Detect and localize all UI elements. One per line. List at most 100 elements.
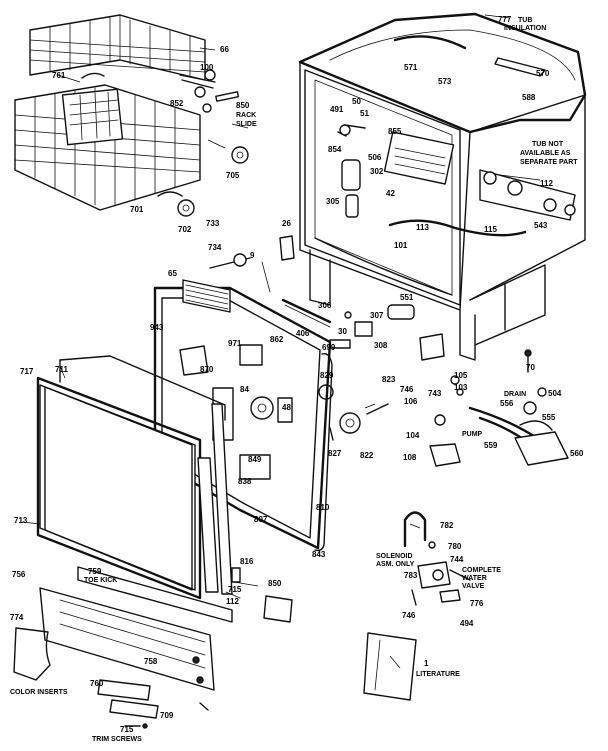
callout-label: 30	[338, 327, 347, 336]
callout-label: 101	[394, 241, 408, 250]
callout-label: 758	[144, 657, 158, 666]
callout-label: 855	[388, 127, 402, 136]
callout-label: 699	[322, 343, 336, 352]
callout-label: 709	[160, 711, 174, 720]
callout-label: 827	[328, 449, 342, 458]
callout-label: 807	[254, 515, 268, 524]
callout-label: 42	[386, 189, 395, 198]
callout-label: 760	[90, 679, 104, 688]
callout-label: 870	[200, 365, 214, 374]
callout-label: 971	[228, 339, 242, 348]
callout-label: 113	[416, 223, 429, 232]
callout-label: 717	[20, 367, 34, 376]
callout-label: SOLENOID	[376, 553, 413, 560]
callout-label: 112	[226, 597, 239, 606]
callout-label: 570	[536, 69, 550, 78]
callout-label: 100	[200, 63, 214, 72]
callout-label: 48	[282, 403, 291, 412]
callout-label: 70	[526, 363, 535, 372]
callout-label: 106	[404, 397, 418, 406]
callout-label: 103	[454, 383, 468, 392]
callout-label: 1	[424, 659, 429, 668]
callout-label: 746	[400, 385, 414, 394]
callout-label: 50	[352, 97, 361, 106]
callout-label: COMPLETE	[462, 567, 501, 574]
callout-label: 774	[10, 613, 24, 622]
callout-label: TUB NOT	[532, 141, 564, 148]
callout-label: SLIDE	[236, 121, 257, 128]
callout-label: LITERATURE	[416, 671, 460, 678]
callout-label: 780	[448, 542, 462, 551]
callout-label: TOE KICK	[84, 577, 117, 584]
callout-label: 551	[400, 293, 414, 302]
callout-label: 543	[534, 221, 548, 230]
callout-label: 560	[570, 449, 584, 458]
callout-label: 494	[460, 619, 474, 628]
callout-label: 823	[382, 375, 396, 384]
callout-label: 305	[326, 197, 340, 206]
callout-label: 777	[498, 15, 512, 24]
callout-label: INSULATION	[504, 25, 546, 32]
leader-lines	[21, 14, 541, 669]
callout-label: 782	[440, 521, 454, 530]
door-panel	[36, 353, 333, 600]
callout-label: ASM. ONLY	[376, 561, 415, 568]
callout-label: 862	[270, 335, 284, 344]
callout-label: 406	[296, 329, 310, 338]
callout-label: 115	[484, 225, 497, 234]
middle-parts	[209, 235, 445, 441]
callout-label: COLOR INSERTS	[10, 689, 68, 696]
callout-label: 756	[12, 570, 26, 579]
callout-label: 713	[14, 516, 28, 525]
callout-label: 746	[402, 611, 416, 620]
callout-label: 108	[403, 453, 417, 462]
callout-label: VALVE	[462, 583, 485, 590]
callout-label: 307	[370, 311, 384, 320]
callout-label: 810	[316, 503, 330, 512]
callout-label: TRIM SCREWS	[92, 736, 142, 743]
callout-label: 491	[330, 105, 344, 114]
callout-label: 65	[168, 269, 177, 278]
callout-label: PUMP	[462, 431, 483, 438]
callout-label: 734	[208, 243, 222, 252]
callout-label: 555	[542, 413, 556, 422]
callout-label: 105	[454, 371, 468, 380]
callout-label: 506	[368, 153, 382, 162]
pump-and-valve	[263, 349, 569, 701]
callout-label: 112	[540, 179, 553, 188]
callout-label: 822	[360, 451, 374, 460]
callout-label: 715	[120, 725, 134, 734]
callout-label: 571	[404, 63, 418, 72]
callout-label: 852	[170, 99, 184, 108]
callout-label: 838	[238, 477, 252, 486]
callout-label: 783	[404, 571, 418, 580]
callout-label: 588	[522, 93, 536, 102]
callout-label: 302	[370, 167, 384, 176]
callout-label: 943	[150, 323, 164, 332]
callout-label: 744	[450, 555, 464, 564]
callout-label: AVAILABLE AS	[520, 150, 571, 157]
callout-label: 854	[328, 145, 342, 154]
callout-label: 843	[312, 550, 326, 559]
callout-label: WATER	[462, 575, 487, 582]
callout-label: 306	[318, 301, 332, 310]
callout-label: 850	[268, 579, 282, 588]
callout-label: 816	[240, 557, 254, 566]
callout-label: 701	[130, 205, 144, 214]
callout-label: 705	[226, 171, 240, 180]
callout-label: 715	[228, 585, 242, 594]
callout-label: 556	[500, 399, 514, 408]
callout-label: 504	[548, 389, 562, 398]
callout-label: 711	[55, 365, 68, 374]
callout-label: 66	[220, 45, 229, 54]
callout-label: 559	[484, 441, 498, 450]
callout-label: 51	[360, 109, 369, 118]
callout-label: DRAIN	[504, 391, 526, 398]
callout-label: 761	[52, 71, 66, 80]
callout-label: 26	[282, 219, 291, 228]
callout-label: 9	[250, 251, 255, 260]
callout-label: 743	[428, 389, 442, 398]
